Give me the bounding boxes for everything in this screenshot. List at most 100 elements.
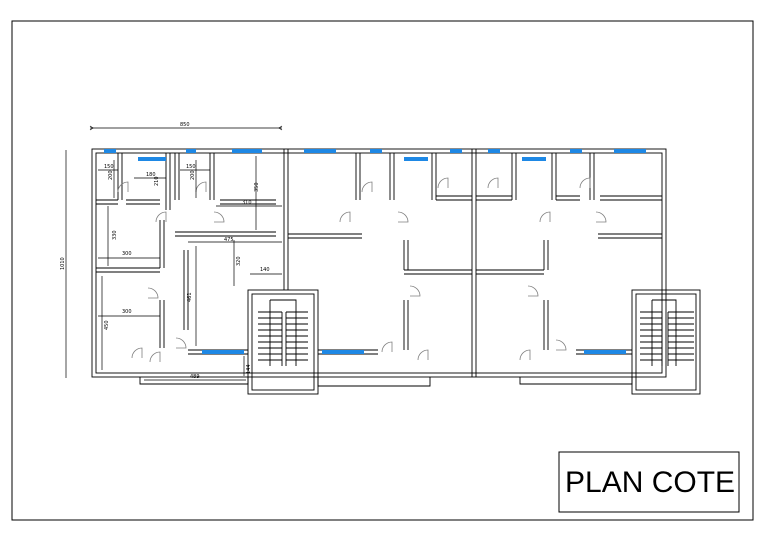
door-2: [195, 181, 207, 193]
title-text: PLAN COTE: [565, 466, 735, 499]
dim-300b: 300: [122, 309, 132, 315]
room-wall-i: [159, 300, 165, 348]
entrance-step-mid: [317, 377, 431, 387]
dim-150a: 150: [104, 164, 114, 170]
room-wall-a: [96, 199, 118, 205]
mid-wall-g: [403, 300, 409, 350]
window-15: [584, 350, 626, 354]
dim-overall-width: 850: [180, 122, 190, 128]
window-1: [104, 149, 116, 153]
door-18: [595, 211, 607, 223]
window-11: [570, 149, 582, 153]
dimension-labels: 850 1010 150 150 180 200 200 210 310 350…: [60, 122, 270, 380]
dim-300a: 300: [122, 251, 132, 257]
dim-180: 180: [146, 172, 156, 178]
dim-450: 450: [104, 320, 110, 330]
dim-overall-height: 1010: [60, 257, 66, 270]
corridor-wall-3: [598, 233, 662, 239]
sheet-border: [11, 20, 754, 521]
corridor-wall-1: [175, 231, 276, 237]
window-8: [450, 149, 462, 153]
door-9: [361, 181, 373, 193]
floor-plan: [91, 148, 701, 395]
window-14: [322, 350, 364, 354]
door-10: [339, 211, 351, 223]
door-6: [131, 347, 143, 359]
right-wall-d: [589, 153, 595, 200]
room-wall-f: [209, 153, 215, 200]
dim-210: 210: [154, 176, 160, 186]
outer-wall-inner: [95, 152, 663, 374]
window-2: [138, 157, 166, 161]
room-wall-g: [96, 267, 160, 273]
door-17: [539, 211, 551, 223]
dim-140: 140: [260, 267, 270, 273]
dim-320: 320: [236, 256, 242, 266]
right-wall-a: [476, 195, 512, 201]
window-6: [370, 149, 382, 153]
right-wall-c: [551, 153, 557, 200]
window-3: [186, 149, 196, 153]
dim-144: 144: [246, 364, 252, 374]
stairwell-left: [247, 289, 319, 395]
mid-wall-a: [355, 153, 361, 200]
door-4: [213, 211, 225, 223]
right-wall-e: [556, 195, 662, 201]
windows: [104, 149, 646, 354]
mid-wall-e: [403, 240, 409, 270]
mid-wall-b: [389, 153, 395, 200]
window-13: [202, 350, 244, 354]
mid-wall-f: [404, 269, 472, 275]
dim-350: 350: [254, 182, 260, 192]
dim-475: 475: [224, 237, 234, 243]
dim-200b: 200: [190, 170, 196, 180]
dim-200a: 200: [108, 170, 114, 180]
door-16: [487, 177, 499, 189]
door-1: [117, 181, 129, 193]
window-10: [522, 157, 546, 161]
window-9: [488, 149, 500, 153]
room-wall-d: [165, 153, 171, 210]
outer-wall-outer: [91, 148, 667, 378]
doors: [117, 177, 607, 363]
entrance-step-right: [519, 377, 633, 385]
door-3: [155, 211, 167, 223]
right-wall-h: [543, 300, 549, 350]
mid-wall-d: [436, 195, 472, 201]
dim-461: 461: [187, 292, 193, 302]
right-wall-g: [476, 269, 544, 275]
room-wall-b: [126, 199, 160, 205]
mid-wall-c: [431, 153, 437, 200]
door-14: [381, 341, 393, 353]
door-15: [417, 349, 429, 361]
room-wall-e: [174, 153, 180, 200]
door-20: [527, 285, 539, 297]
window-4: [232, 149, 262, 153]
window-7: [404, 157, 428, 161]
title-block-frame: [558, 451, 740, 513]
door-21: [519, 349, 531, 361]
door-5: [147, 287, 159, 299]
room-wall-h: [159, 220, 165, 268]
dim-489: 489: [190, 374, 200, 380]
door-19: [579, 177, 591, 189]
door-7: [149, 351, 161, 363]
door-22: [555, 339, 567, 351]
room-wall-k: [220, 199, 276, 205]
dim-330: 330: [112, 230, 118, 240]
right-wall-b: [511, 153, 517, 200]
door-13: [409, 285, 421, 297]
right-wall-f: [543, 240, 549, 270]
door-12: [437, 177, 449, 189]
dim-310: 310: [242, 200, 252, 206]
door-11: [397, 211, 409, 223]
dim-150b: 150: [186, 164, 196, 170]
window-12: [614, 149, 646, 153]
room-wall-j: [183, 250, 189, 330]
window-5: [304, 149, 336, 153]
corridor-wall-2: [288, 233, 362, 239]
door-8: [175, 337, 187, 349]
dimension-lines: [65, 125, 283, 381]
stairwell-right: [631, 289, 701, 395]
